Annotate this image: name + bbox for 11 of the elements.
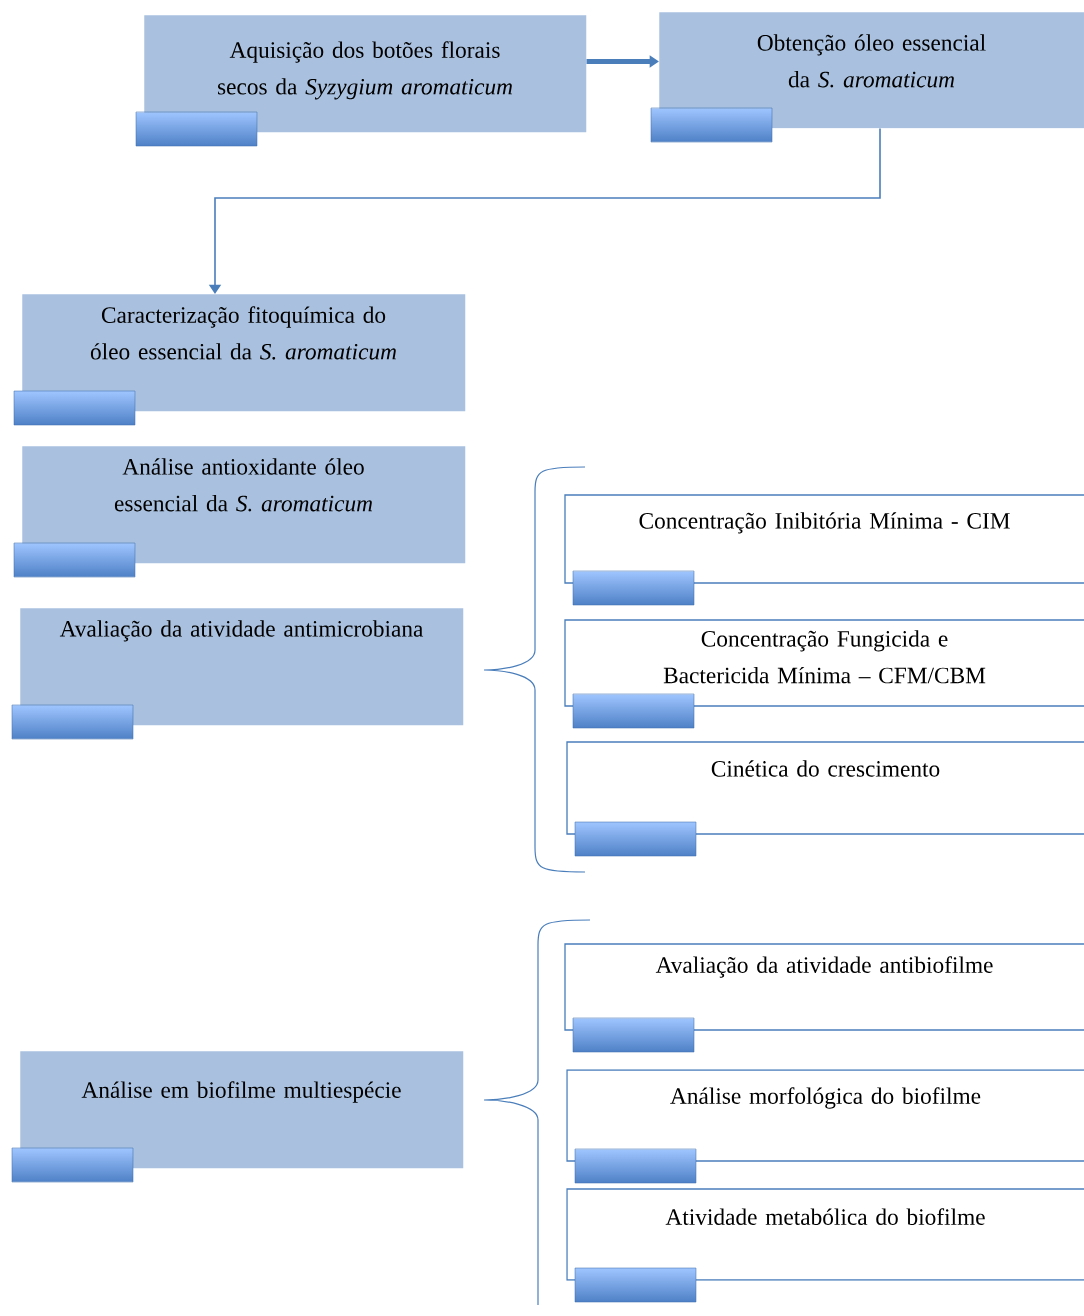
step-box: Atividade metabólica do biofilme	[566, 1188, 1084, 1281]
step-box: Análise morfológica do biofilme	[566, 1069, 1084, 1162]
process-box: Obtenção óleo essencial da S. aromaticum	[659, 12, 1084, 129]
process-box: Caracterização fitoquímica do óleo essencial da S. aromaticum	[22, 294, 466, 412]
process-box: Avaliação da atividade antimicrobiana	[20, 608, 464, 726]
process-box: Aquisição dos botões florais secos da Syzygium aromaticum	[144, 15, 587, 133]
process-box: Análise antioxidante óleo essencial da S. aromaticum	[22, 446, 466, 564]
step-box: Cinética do crescimento	[566, 741, 1084, 835]
process-box: Análise em biofilme multiespécie	[20, 1051, 464, 1169]
step-box: Avaliação da atividade antibiofilme	[564, 943, 1084, 1031]
step-box: Concentração Fungicida e Bactericida Mínima – CFM/CBM	[564, 619, 1084, 707]
